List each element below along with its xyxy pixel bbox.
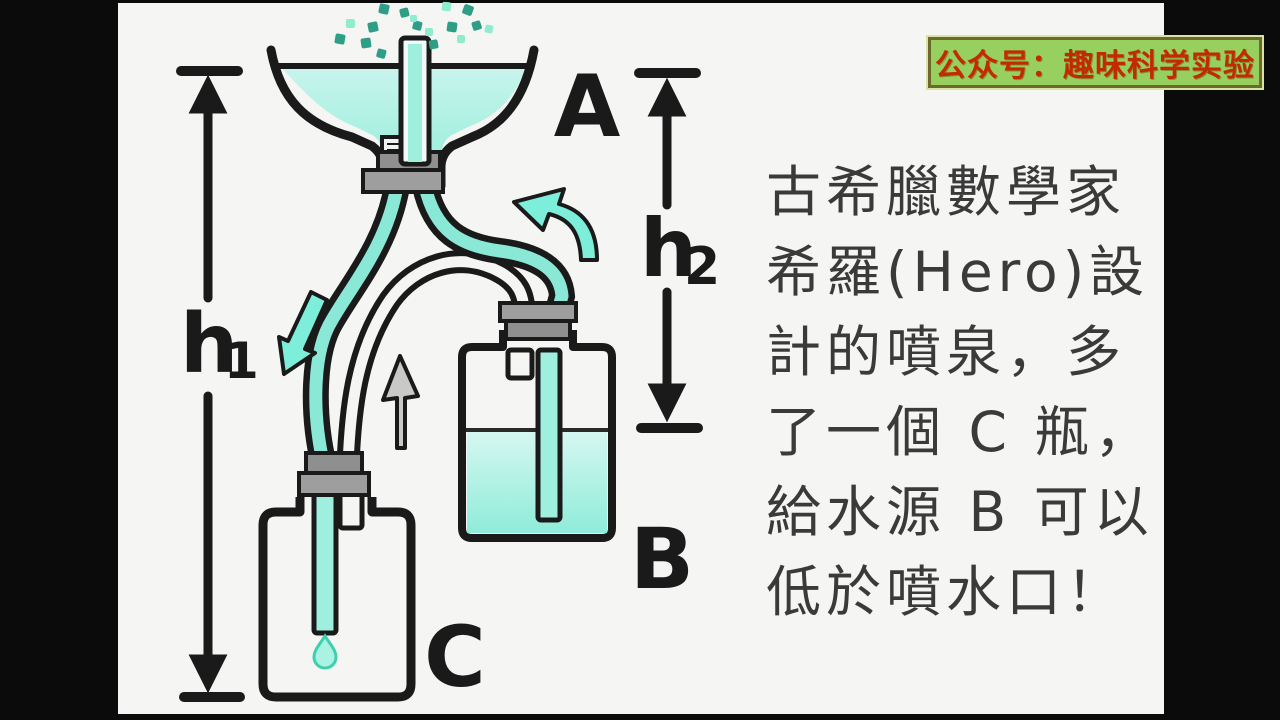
channel-watermark-text: 公众号：趣味科学实验 — [935, 48, 1255, 84]
h1-subscript: 1 — [224, 332, 259, 390]
description-text: 古希臘數學家 希羅(Hero)設 計的噴泉，多 了一個 C 瓶， 給水源 B 可… — [766, 152, 1166, 632]
air-tube-c-to-b — [336, 250, 536, 478]
bottle-c-drip-tube — [311, 475, 339, 636]
label-bottle-b: B — [630, 510, 694, 608]
water-tube-a-to-c — [302, 173, 410, 479]
flow-arrow-up-icon — [381, 354, 420, 450]
measure-h2 — [634, 68, 703, 433]
description-line: 希羅(Hero)設 — [766, 240, 1150, 304]
description-line: 了一個 C 瓶， — [766, 400, 1155, 464]
bottle-c — [258, 451, 416, 702]
h2-subscript: 2 — [684, 237, 720, 297]
water-droplet — [312, 633, 338, 670]
bottle-c-stopper-lower — [297, 471, 371, 497]
description-line: 計的噴泉，多 — [766, 320, 1127, 384]
bottle-c-stopper-upper — [304, 451, 364, 475]
water-tube-b-to-nozzle — [412, 173, 576, 327]
flow-arrow-curved-icon — [512, 187, 599, 262]
bottle-b-air-tube-end — [505, 347, 535, 381]
h2-down-arrowhead — [647, 383, 687, 423]
description-line: 古希臘數學家 — [766, 160, 1127, 224]
label-basin-a: A — [554, 57, 621, 157]
bottle-b-stopper-upper — [498, 301, 578, 323]
description-line: 低於噴水口！ — [766, 560, 1127, 624]
label-bottle-c: C — [424, 608, 486, 706]
bottle-b-stopper-lower — [504, 319, 572, 341]
basin-stopper-lower — [361, 168, 445, 194]
spray-droplets — [334, 1, 494, 59]
h1-label: h — [180, 297, 238, 392]
flow-arrow-down-icon — [277, 290, 329, 376]
description-line: 給水源 B 可以 — [766, 480, 1154, 544]
h1-down-arrowhead — [188, 654, 228, 694]
nozzle-tube — [398, 35, 432, 167]
measure-h1 — [176, 66, 245, 702]
h2-label: h — [640, 202, 697, 295]
channel-watermark-banner: 公众号：趣味科学实验 — [928, 37, 1262, 88]
bottle-b — [458, 301, 616, 542]
bottle-b-dip-tube — [535, 347, 563, 523]
basin-a — [266, 35, 539, 194]
